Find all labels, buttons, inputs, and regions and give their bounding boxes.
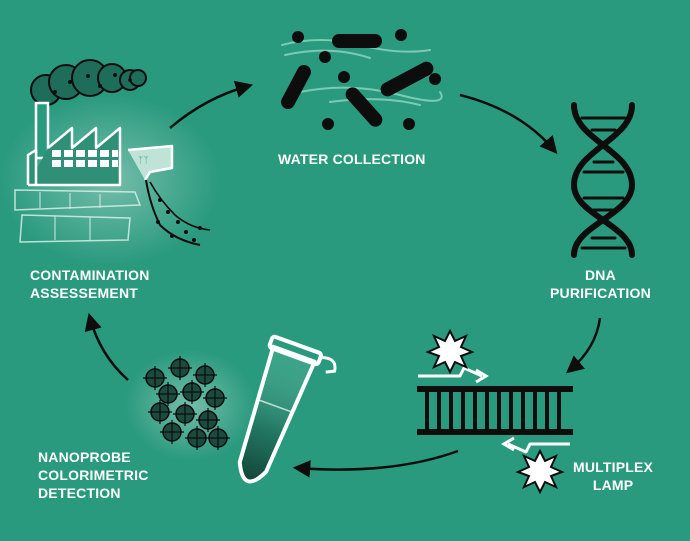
arrow-water-to-dna [459, 93, 558, 154]
bacteria-icon [281, 29, 443, 130]
dna-helix-icon [570, 102, 636, 258]
arrow-lamp-to-nanoprobe [292, 449, 459, 478]
step-label-contamination-assessment: CONTAMINATION ASSESSEMENT [30, 267, 150, 301]
step-label-water-collection: WATER COLLECTION [278, 151, 426, 167]
arrow-dna-to-lamp [565, 317, 602, 374]
step-label-dna-purification: DNA PURIFICATION [550, 267, 651, 301]
tube-nanoparticles-icon [125, 334, 337, 484]
cycle-arrows [84, 80, 602, 478]
fluorophore-star-icon [425, 328, 475, 375]
step-label-nanoprobe-detection: NANOPROBE COLORIMETRIC DETECTION [38, 449, 149, 501]
factory-pollution-icon: ᛉᛉ [0, 59, 220, 265]
step-label-multiplex-lamp: MULTIPLEX LAMP [573, 459, 654, 493]
arrow-nanoprobe-to-contamination [84, 312, 129, 381]
fluorophore-star-icon [515, 448, 565, 495]
svg-text:ᛉᛉ: ᛉᛉ [138, 155, 149, 166]
lamp-amplification-icon [417, 328, 573, 495]
